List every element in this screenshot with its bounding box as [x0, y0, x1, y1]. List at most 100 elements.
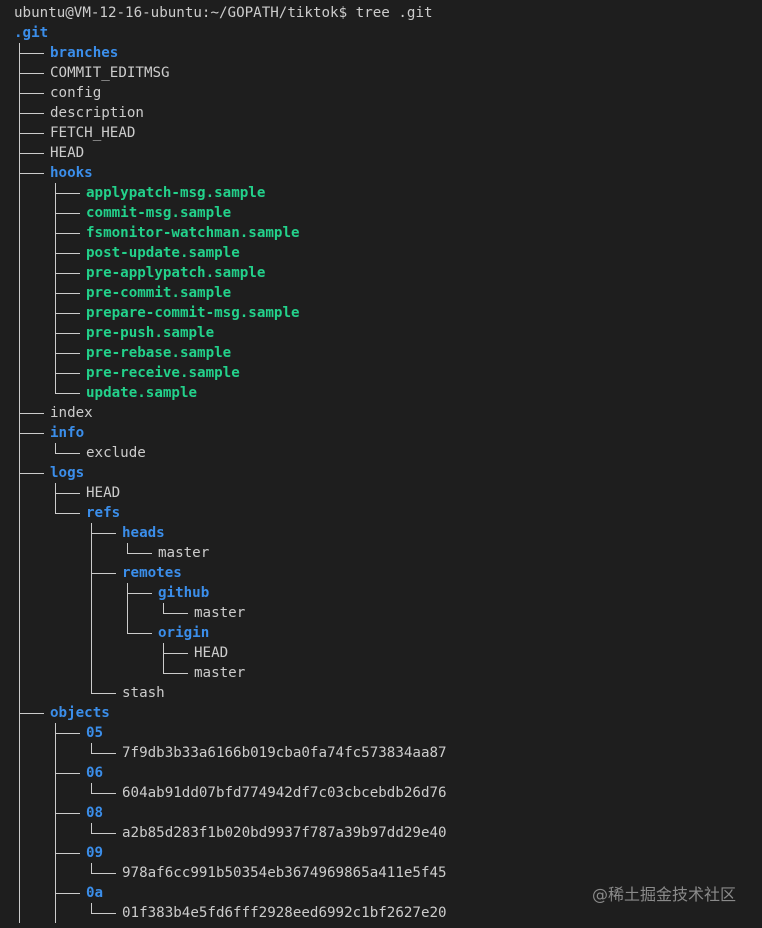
tree-file-name: master — [158, 545, 210, 561]
tree-executable-name: pre-push.sample — [86, 325, 215, 341]
tree-connector — [158, 603, 194, 623]
tree-guides — [14, 583, 158, 603]
shell-prompt-line: ubuntu@VM-12-16-ubuntu:~/GOPATH/tiktok$ … — [14, 5, 433, 21]
tree-entry: HEAD — [14, 643, 762, 663]
tree-connector — [14, 383, 50, 403]
tree-guides — [14, 643, 194, 663]
tree-entry: 0a — [14, 883, 762, 903]
watermark: @稀土掘金技术社区 — [591, 885, 736, 904]
tree-entry: commit-msg.sample — [14, 203, 762, 223]
tree-guides — [14, 463, 50, 483]
tree-file-name: master — [194, 605, 246, 621]
tree-guides — [14, 823, 122, 843]
tree-connector — [14, 663, 50, 683]
tree-connector — [14, 463, 50, 483]
tree-guides — [14, 763, 86, 783]
tree-entry: pre-applypatch.sample — [14, 263, 762, 283]
tree-file-name: master — [194, 665, 246, 681]
tree-guides — [14, 843, 86, 863]
tree-guides — [14, 403, 50, 423]
tree-connector — [14, 543, 50, 563]
tree-directory-name: 05 — [86, 725, 104, 741]
tree-connector — [14, 503, 50, 523]
tree-guides — [14, 383, 86, 403]
tree-connector — [14, 843, 50, 863]
tree-directory-name: 0a — [86, 885, 104, 901]
tree-guides — [14, 903, 122, 923]
tree-connector — [14, 303, 50, 323]
tree-connector — [86, 863, 122, 883]
tree-guides — [14, 343, 86, 363]
tree-file-name: exclude — [86, 445, 146, 461]
tree-directory-name: hooks — [50, 165, 93, 181]
tree-file-name: description — [50, 105, 144, 121]
tree-guides — [14, 303, 86, 323]
tree-connector — [50, 443, 86, 463]
tree-connector — [14, 403, 50, 423]
tree-connector — [50, 503, 86, 523]
tree-guides — [14, 663, 194, 683]
tree-entry: post-update.sample — [14, 243, 762, 263]
tree-file-name: config — [50, 85, 102, 101]
tree-entry: 01f383b4e5fd6fff2928eed6992c1bf2627e20 — [14, 903, 762, 923]
tree-connector — [50, 363, 86, 383]
tree-connector — [14, 343, 50, 363]
tree-entry: github — [14, 583, 762, 603]
tree-entry: origin — [14, 623, 762, 643]
tree-entry: refs — [14, 503, 762, 523]
tree-connector — [14, 903, 50, 923]
tree-connector — [86, 583, 122, 603]
tree-guides — [14, 603, 194, 623]
tree-entry: logs — [14, 463, 762, 483]
tree-connector — [14, 603, 50, 623]
tree-connector — [86, 623, 122, 643]
tree-entry: applypatch-msg.sample — [14, 183, 762, 203]
tree-guides — [14, 683, 122, 703]
tree-connector — [50, 863, 86, 883]
tree-directory-name: heads — [122, 525, 165, 541]
tree-guides — [14, 563, 122, 583]
tree-entry: update.sample — [14, 383, 762, 403]
tree-file-name: 978af6cc991b50354eb3674969865a411e5f45 — [122, 865, 447, 881]
tree-executable-name: update.sample — [86, 385, 198, 401]
tree-directory-name: remotes — [122, 565, 182, 581]
tree-guides — [14, 883, 86, 903]
tree-executable-name: fsmonitor-watchman.sample — [86, 225, 300, 241]
tree-connector — [14, 483, 50, 503]
tree-executable-name: pre-applypatch.sample — [86, 265, 266, 281]
tree-connector — [50, 263, 86, 283]
tree-connector — [14, 783, 50, 803]
tree-connector — [14, 103, 50, 123]
tree-root-line: .git — [14, 23, 762, 43]
tree-connector — [86, 523, 122, 543]
tree-connector — [50, 243, 86, 263]
tree-connector — [50, 483, 86, 503]
tree-connector — [86, 563, 122, 583]
tree-connector — [14, 763, 50, 783]
tree-connector — [50, 743, 86, 763]
tree-executable-name: pre-receive.sample — [86, 365, 240, 381]
tree-guides — [14, 143, 50, 163]
tree-guides — [14, 483, 86, 503]
tree-file-name: HEAD — [50, 145, 85, 161]
tree-connector — [14, 323, 50, 343]
tree-guides — [14, 743, 122, 763]
tree-guides — [14, 123, 50, 143]
tree-connector — [50, 883, 86, 903]
tree-connector — [14, 623, 50, 643]
tree-connector — [14, 643, 50, 663]
tree-connector — [14, 723, 50, 743]
tree-entry: 604ab91dd07bfd774942df7c03cbcebdb26d76 — [14, 783, 762, 803]
tree-connector — [86, 903, 122, 923]
terminal-output: ubuntu@VM-12-16-ubuntu:~/GOPATH/tiktok$ … — [14, 3, 762, 923]
tree-entry: exclude — [14, 443, 762, 463]
tree-connector — [158, 643, 194, 663]
tree-connector — [86, 603, 122, 623]
tree-file-name: 604ab91dd07bfd774942df7c03cbcebdb26d76 — [122, 785, 447, 801]
tree-connector — [14, 523, 50, 543]
tree-entry: pre-commit.sample — [14, 283, 762, 303]
tree-file-name: COMMIT_EDITMSG — [50, 65, 170, 81]
tree-guides — [14, 163, 50, 183]
tree-entry: index — [14, 403, 762, 423]
tree-connector — [86, 683, 122, 703]
